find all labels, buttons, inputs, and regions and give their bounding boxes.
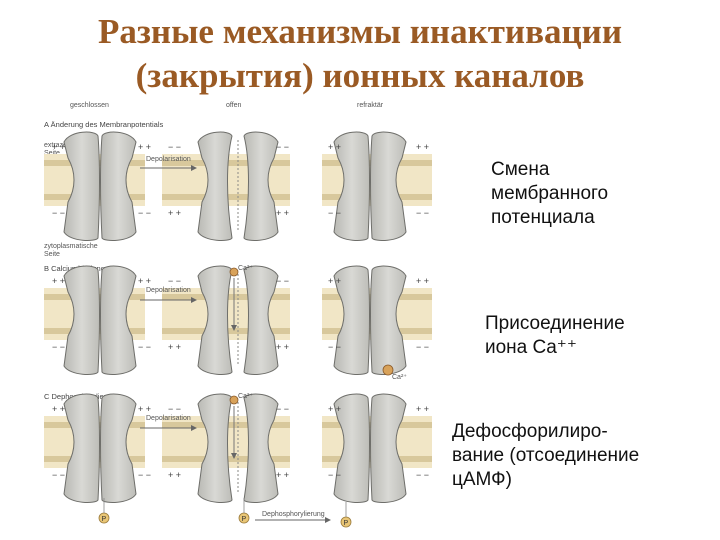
charge-top-a-1-1: − −	[276, 142, 289, 152]
charge-top-a-1-0: − −	[168, 142, 181, 152]
charge-bottom-a-1-1: + +	[276, 208, 289, 218]
caption-c-line-2: вание (отсоединение	[452, 445, 640, 466]
header-refractory: refraktär	[357, 102, 384, 109]
header-closed: geschlossen	[70, 102, 109, 109]
channel-a-closed-right	[100, 131, 137, 241]
phosphate-label-1: P	[242, 516, 247, 523]
channel-c-open-left	[197, 393, 233, 503]
channel-c-open-right	[243, 393, 279, 503]
charge-top-b-0-1: + +	[138, 276, 151, 286]
channel-b-open-right	[243, 265, 279, 375]
phosphate-label-0: P	[102, 516, 107, 523]
charge-top-c-2-1: + +	[416, 404, 429, 414]
charge-bottom-c-2-0: − −	[328, 470, 341, 480]
row-b-arrow-label: Depolarisation	[146, 287, 191, 294]
charge-top-a-2-0: + +	[328, 142, 341, 152]
channel-b-open-left	[197, 265, 233, 375]
caption-b-line-1: Присоединение	[485, 313, 625, 334]
channel-a-refractory-left	[333, 131, 370, 241]
title-line-2: (закрытия) ионных каналов	[135, 56, 585, 95]
channel-a-closed-left	[63, 131, 100, 241]
charge-bottom-b-0-0: − −	[52, 342, 65, 352]
charge-bottom-a-2-0: − −	[328, 208, 341, 218]
charge-top-c-2-0: + +	[328, 404, 341, 414]
ca-ion-label-b-refractory: Ca²⁺	[392, 374, 407, 381]
charge-top-b-2-0: + +	[328, 276, 341, 286]
charge-top-a-0-1: + +	[138, 142, 151, 152]
charge-bottom-a-0-0: − −	[52, 208, 65, 218]
charge-bottom-c-1-1: + +	[276, 470, 289, 480]
row-c-arrow-label: Depolarisation	[146, 415, 191, 422]
charge-top-c-1-1: − −	[276, 404, 289, 414]
title-line-1: Разные механизмы инактивации	[97, 12, 622, 51]
channel-b-closed-right	[100, 265, 137, 375]
caption-b-line-2: иона Ca⁺⁺	[485, 337, 577, 358]
charge-top-a-2-1: + +	[416, 142, 429, 152]
charge-top-b-1-1: − −	[276, 276, 289, 286]
channel-a-open-left	[197, 131, 233, 241]
charge-top-c-1-0: − −	[168, 404, 181, 414]
row-a-label: A Änderung des Membranpotentials	[44, 120, 164, 129]
charge-bottom-a-0-1: − −	[138, 208, 151, 218]
header-open: offen	[226, 102, 242, 109]
phosphate-label-2: P	[344, 520, 349, 527]
charge-bottom-b-1-1: + +	[276, 342, 289, 352]
charge-bottom-c-2-1: − −	[416, 470, 429, 480]
caption-c-line-1: Дефосфорилиро-	[452, 421, 608, 442]
charge-bottom-b-0-1: − −	[138, 342, 151, 352]
charge-top-c-0-1: + +	[138, 404, 151, 414]
charge-top-b-1-0: − −	[168, 276, 181, 286]
charge-bottom-b-2-0: − −	[328, 342, 341, 352]
caption-a-line-2: мембранного	[491, 183, 609, 204]
charge-top-b-2-1: + +	[416, 276, 429, 286]
channel-c-refractory-right	[370, 393, 407, 503]
channel-b-refractory-left	[333, 265, 370, 375]
charge-top-c-0-0: + +	[52, 404, 65, 414]
charge-bottom-c-1-0: + +	[168, 470, 181, 480]
channel-c-closed-left	[63, 393, 100, 503]
charge-bottom-b-1-0: + +	[168, 342, 181, 352]
charge-top-b-0-0: + +	[52, 276, 65, 286]
channel-c-closed-right	[100, 393, 137, 503]
channel-a-refractory-right	[370, 131, 407, 241]
charge-bottom-a-1-0: + +	[168, 208, 181, 218]
cytoplasmic-label: zytoplasmatische Seite	[44, 243, 98, 258]
channel-b-refractory-right	[370, 265, 407, 375]
row-a-arrow-label: Depolarisation	[146, 156, 191, 163]
channel-a-open-right	[243, 131, 279, 241]
row-c-arrow-label-2: Dephosphorylierung	[262, 511, 325, 518]
charge-bottom-c-0-1: − −	[138, 470, 151, 480]
ca-ion-b-open	[229, 267, 239, 277]
caption-dephosphorylation: Дефосфорилиро- вание (отсоединение цАМФ)	[452, 420, 639, 492]
caption-a-line-3: потенциала	[491, 207, 595, 228]
charge-bottom-c-0-0: − −	[52, 470, 65, 480]
ca-ion-c-open	[229, 395, 239, 405]
channel-b-closed-left	[63, 265, 100, 375]
caption-membrane-potential: Смена мембранного потенциала	[491, 158, 608, 230]
ca-ion-label-c-open: Ca²⁺	[238, 393, 253, 400]
caption-ca-binding: Присоединение иона Ca⁺⁺	[485, 312, 625, 360]
charge-bottom-a-2-1: − −	[416, 208, 429, 218]
caption-a-line-1: Смена	[491, 159, 550, 180]
ca-ion-label-b-open: Ca²⁺	[238, 265, 253, 272]
channel-c-refractory-left	[333, 393, 370, 503]
charge-top-a-0-0: + +	[52, 142, 65, 152]
ca-ion-b-refractory	[382, 364, 394, 376]
caption-c-line-3: цАМФ)	[452, 469, 512, 490]
charge-bottom-b-2-1: − −	[416, 342, 429, 352]
